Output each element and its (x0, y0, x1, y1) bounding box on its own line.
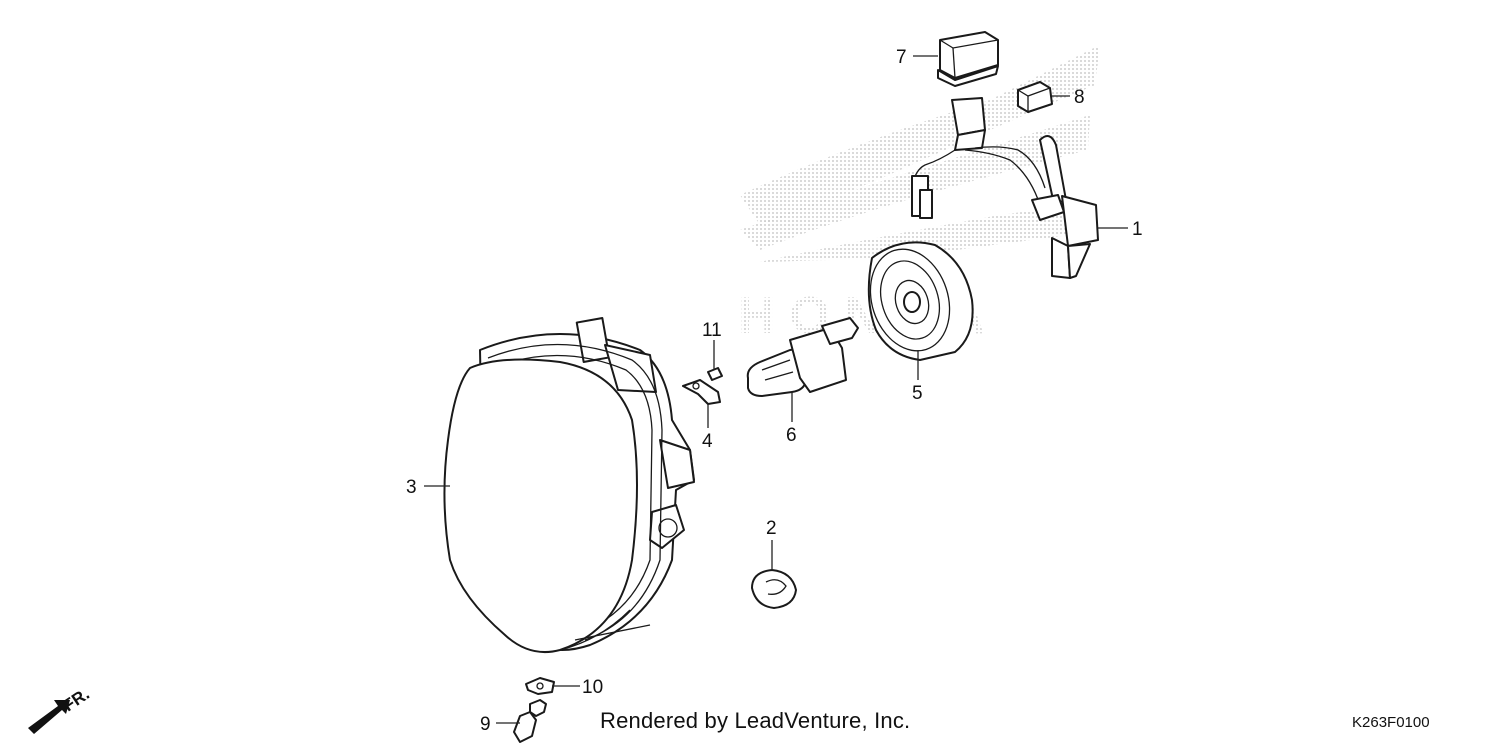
callout-9: 9 (480, 714, 491, 735)
figure-code: K263F0100 (1352, 714, 1430, 731)
clip-nut (525, 677, 555, 695)
callout-2: 2 (766, 518, 777, 539)
callout-1: 1 (1132, 219, 1143, 240)
wire-harness (911, 97, 1099, 279)
front-direction-arrow: FR. (28, 684, 93, 734)
callout-labels: 1 2 3 4 5 6 7 8 9 10 11 (406, 47, 1143, 735)
credit-text: Rendered by LeadVenture, Inc. (600, 708, 911, 733)
rubber-cap (751, 569, 797, 609)
headlight-assembly (443, 317, 695, 654)
callout-3: 3 (406, 477, 417, 498)
callout-8: 8 (1074, 87, 1085, 108)
screw (707, 367, 723, 381)
leader-lines (424, 55, 1128, 724)
bracket (682, 379, 721, 405)
callout-7: 7 (896, 47, 907, 68)
callout-4: 4 (702, 431, 713, 452)
relay (937, 31, 999, 87)
connector (1017, 81, 1053, 113)
callout-6: 6 (786, 425, 797, 446)
callout-11: 11 (702, 320, 722, 341)
bulb (746, 317, 859, 397)
callout-5: 5 (912, 383, 923, 404)
dust-cover (867, 241, 974, 361)
callout-10: 10 (582, 677, 603, 698)
bolt (513, 699, 547, 743)
